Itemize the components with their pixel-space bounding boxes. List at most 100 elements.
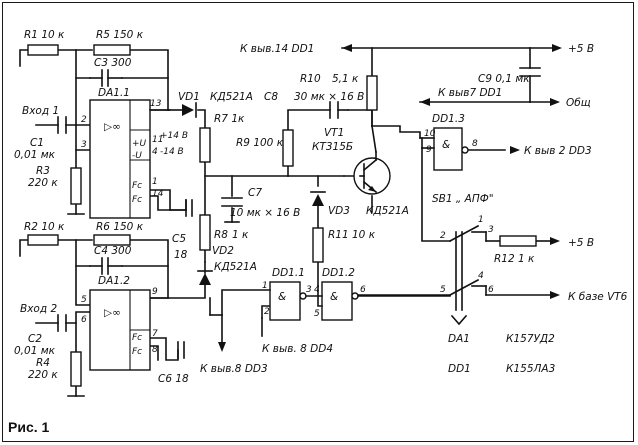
label-pin8: 8 xyxy=(472,139,478,149)
label-amp1: ▷∞ xyxy=(104,121,121,133)
label-pu: +U xyxy=(132,139,147,149)
label-r11: R11 10 к xyxy=(328,229,376,241)
label-vd1: VD1 xyxy=(178,91,200,103)
label-s3: 3 xyxy=(488,225,494,235)
resistor-r9 xyxy=(282,129,294,167)
capacitor-c2 xyxy=(57,314,67,332)
resistor-r7 xyxy=(199,127,211,163)
label-pin14: 14 xyxy=(152,189,164,199)
capacitor-c3 xyxy=(89,69,123,87)
label-c1v: 0,01 мк xyxy=(14,149,56,161)
nand-dd1-2 xyxy=(305,281,451,321)
label-v14m: -14 В xyxy=(160,147,184,157)
label-top14: К выв.14 DD1 xyxy=(240,43,314,55)
label-nand3: & xyxy=(442,139,450,151)
diode-vd3 xyxy=(310,191,326,206)
label-da11: DA1.1 xyxy=(98,87,130,99)
label-r6: R6 150 к xyxy=(96,221,144,233)
label-k8dd3: К выв.8 DD3 xyxy=(200,363,268,375)
label-fc2: Fc xyxy=(132,195,142,205)
label-kd1: КД521А xyxy=(210,91,253,103)
label-k2dd3: К выв 2 DD3 xyxy=(524,145,592,157)
label-s4: 4 xyxy=(478,271,484,281)
label-fc3: Fc xyxy=(132,333,142,343)
label-r4: R4 xyxy=(36,357,50,369)
label-r3v: 220 к xyxy=(28,177,58,189)
label-vt1v: КТ315Б xyxy=(312,141,353,153)
resistor-r1 xyxy=(27,44,59,56)
label-da1: DA1 xyxy=(448,333,470,345)
label-k8dd4: К выв. 8 DD4 xyxy=(262,343,333,355)
label-s1: 1 xyxy=(478,215,484,225)
label-c1: C1 xyxy=(30,137,44,149)
label-c6: C6 18 xyxy=(158,373,189,385)
capacitor-c6 xyxy=(177,341,185,359)
label-da12: DA1.2 xyxy=(98,275,130,287)
nand-dd1-3 xyxy=(419,127,469,171)
label-pin7b: 7 xyxy=(152,329,158,339)
label-nand2: & xyxy=(330,291,338,303)
label-mu: -U xyxy=(132,151,142,161)
capacitor-c5 xyxy=(169,199,193,217)
resistor-r6 xyxy=(93,234,131,246)
label-dd1: DD1 xyxy=(448,363,471,375)
label-kvt6: К базе VT6 xyxy=(568,291,628,303)
label-fc1: Fc xyxy=(132,181,142,191)
label-v5a: +5 В xyxy=(568,43,594,55)
arrows xyxy=(218,44,562,352)
label-r3: R3 xyxy=(36,165,50,177)
label-r5: R5 150 к xyxy=(96,29,144,41)
resistor-r11 xyxy=(312,227,324,263)
label-fc4: Fc xyxy=(132,347,142,357)
label-sb1: SB1 „ АПФ" xyxy=(432,193,494,205)
resistor-r5 xyxy=(93,44,131,56)
label-pin9b: 9 xyxy=(152,287,158,297)
label-s6: 6 xyxy=(488,285,494,295)
capacitor-c7 xyxy=(221,197,243,223)
diode-vd1 xyxy=(182,102,197,118)
label-c2: C2 xyxy=(28,333,42,345)
label-pin6b: 6 xyxy=(81,315,87,325)
label-g1: 1 xyxy=(262,281,268,291)
label-pin8b: 8 xyxy=(152,345,158,355)
label-g5: 5 xyxy=(314,309,320,319)
wires-lower-outputs xyxy=(221,314,263,343)
label-vd3: VD3 xyxy=(328,205,350,217)
label-c8v: 30 мк × 16 В xyxy=(294,91,364,103)
label-dd13: DD1.3 xyxy=(432,113,465,125)
label-pin13: 13 xyxy=(150,99,162,109)
label-g2: 2 xyxy=(264,307,270,317)
label-dd11: DD1.1 xyxy=(272,267,305,279)
label-da1v: К157УД2 xyxy=(506,333,555,345)
capacitor-c4 xyxy=(89,257,123,275)
resistor-r2 xyxy=(27,234,59,246)
figure-frame xyxy=(2,2,634,442)
label-v5b: +5 В xyxy=(568,237,594,249)
text-labels: R1 10 к R5 150 к C3 300 DA1.1 Вход 1 C1 … xyxy=(8,29,628,435)
label-v14p: +14 В xyxy=(160,131,188,141)
label-dd1v: К155ЛА3 xyxy=(506,363,555,375)
label-r8v: 1 к xyxy=(232,229,249,241)
opamp-da1-1 xyxy=(89,99,151,219)
label-g6: 6 xyxy=(360,285,366,295)
resistor-r4 xyxy=(70,351,82,387)
label-s5: 5 xyxy=(440,285,446,295)
label-dd12: DD1.2 xyxy=(322,267,355,279)
label-g3: 3 xyxy=(306,285,312,295)
label-nand1: & xyxy=(278,291,286,303)
label-pin1: 1 xyxy=(152,177,158,187)
label-g4: 4 xyxy=(314,285,320,295)
diode-vd2 xyxy=(197,261,213,285)
label-c7: C7 xyxy=(248,187,262,199)
label-pin11: 11 xyxy=(152,135,163,145)
label-c5v: 18 xyxy=(174,249,188,261)
label-kd2: КД521А xyxy=(214,261,257,273)
label-vd2: VD2 xyxy=(212,245,234,257)
label-r2: R2 10 к xyxy=(24,221,65,233)
label-c5: C5 xyxy=(172,233,186,245)
label-r12: R12 1 к xyxy=(494,253,535,265)
label-r1: R1 10 к xyxy=(24,29,65,41)
capacitor-c8 xyxy=(329,101,349,119)
label-c7v: 10 мк × 16 В xyxy=(230,207,300,219)
opamp-da1-2 xyxy=(89,289,151,371)
